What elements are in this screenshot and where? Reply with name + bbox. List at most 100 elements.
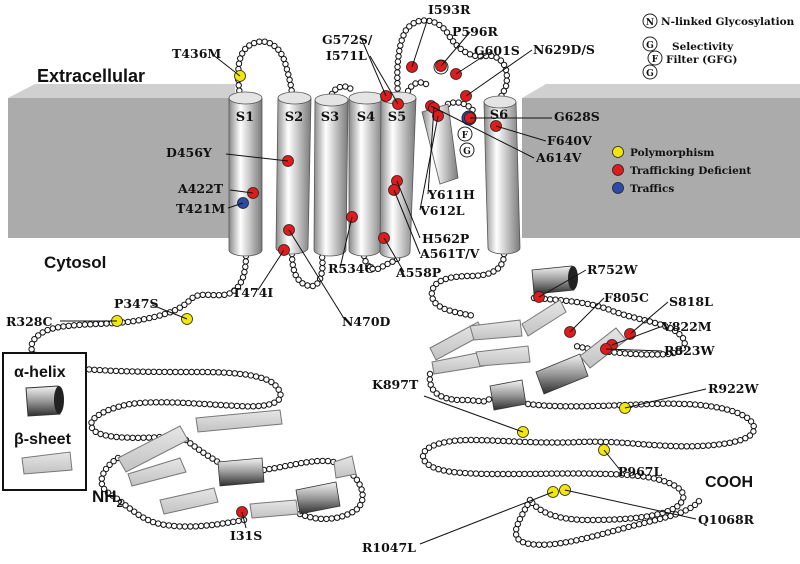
residue-bead [557,403,564,410]
residue-bead [359,496,366,504]
residue-bead [521,438,529,446]
residue-bead [220,369,228,376]
residue-bead [431,19,438,26]
c-terminal-helix-1 [531,265,578,295]
residue-bead [110,458,117,465]
residue-bead [147,399,154,406]
residue-bead [503,72,510,79]
leader-line [369,55,399,105]
residue-bead [489,470,496,478]
residue-bead [420,17,428,24]
residue-bead [542,509,549,516]
residue-bead [525,540,532,547]
leader-line [411,17,429,68]
residue-bead [630,522,638,529]
residue-bead [562,403,569,410]
residue-bead [176,304,184,311]
sheet-icon [21,451,73,475]
residue-bead [242,258,250,265]
residue-bead [145,434,153,441]
mutation-label-n470d: N470D [342,314,391,329]
c-terminal-sheets-upper [429,299,567,375]
residue-bead [475,397,482,405]
residue-bead [573,298,581,306]
residue-bead [681,400,688,408]
residue-bead [298,459,305,467]
residue-bead [591,470,598,477]
residue-bead [543,470,550,477]
residue-bead [478,437,485,444]
residue-bead [631,314,638,321]
residue-bead [683,443,690,450]
residue-bead [200,449,207,456]
residue-bead [140,316,148,323]
residue-bead [625,523,632,531]
residue-bead [319,259,326,266]
residue-bead [428,290,435,297]
leader-line [396,180,421,239]
residue-bead [643,351,650,358]
residue-bead [129,434,136,441]
leader-line [423,395,524,433]
leader-line [495,125,547,142]
residue-bead [215,292,223,299]
residue-bead [120,402,128,409]
residue-bead [102,432,110,439]
residue-bead [235,517,242,525]
residue-bead [443,395,450,402]
mutation-label-r328c: R328C [6,314,52,329]
mutation-label-r534c: R534C [328,261,374,276]
residue-bead [600,402,607,409]
residue-bead [160,521,167,528]
leader-line [225,153,289,162]
residue-bead [530,401,537,408]
residue-bead [651,319,659,327]
residue-bead [499,470,507,478]
residue-bead [692,401,699,408]
cylinder-s2 [275,91,312,255]
residue-bead [597,470,604,477]
leader-line [288,229,346,321]
leader-line [227,202,244,209]
residue-bead [697,401,704,409]
residue-bead [592,438,599,445]
residue-bead [620,525,627,532]
leader-line [440,31,471,67]
n-terminal-helix-2 [295,481,341,515]
residue-bead [551,402,559,410]
residue-bead [142,399,149,406]
legend-mutation-types: Polymorphism Trafficking Deficient Traff… [612,146,751,195]
residue-bead [646,518,653,525]
residue-bead [76,321,83,329]
residue-bead [608,438,615,446]
residue-bead [398,37,405,44]
residue-bead [260,402,268,409]
residue-bead [129,368,136,375]
residue-bead [250,39,258,47]
leader-line [339,216,353,269]
residue-bead [239,403,246,410]
residue-bead [538,439,545,446]
residue-bead [252,373,260,380]
residue-bead [250,403,257,410]
residue-bead [519,511,526,518]
residue-bead [65,322,72,329]
residue-bead [675,485,682,492]
residue-bead [632,350,640,358]
residue-bead [686,401,694,408]
residue-bead [190,400,198,407]
residue-bead [109,492,116,499]
mutation-label-r752w: R752W [587,262,638,277]
residue-bead [503,77,510,84]
residue-bead [656,442,664,449]
residue-bead [429,295,436,302]
residue-bead [97,320,105,327]
residue-bead [557,514,564,521]
residue-bead [289,256,296,263]
residue-bead [285,71,292,78]
residue-bead [204,452,212,459]
residue-bead [589,533,596,540]
residue-bead [415,18,422,25]
residue-bead [31,336,38,343]
